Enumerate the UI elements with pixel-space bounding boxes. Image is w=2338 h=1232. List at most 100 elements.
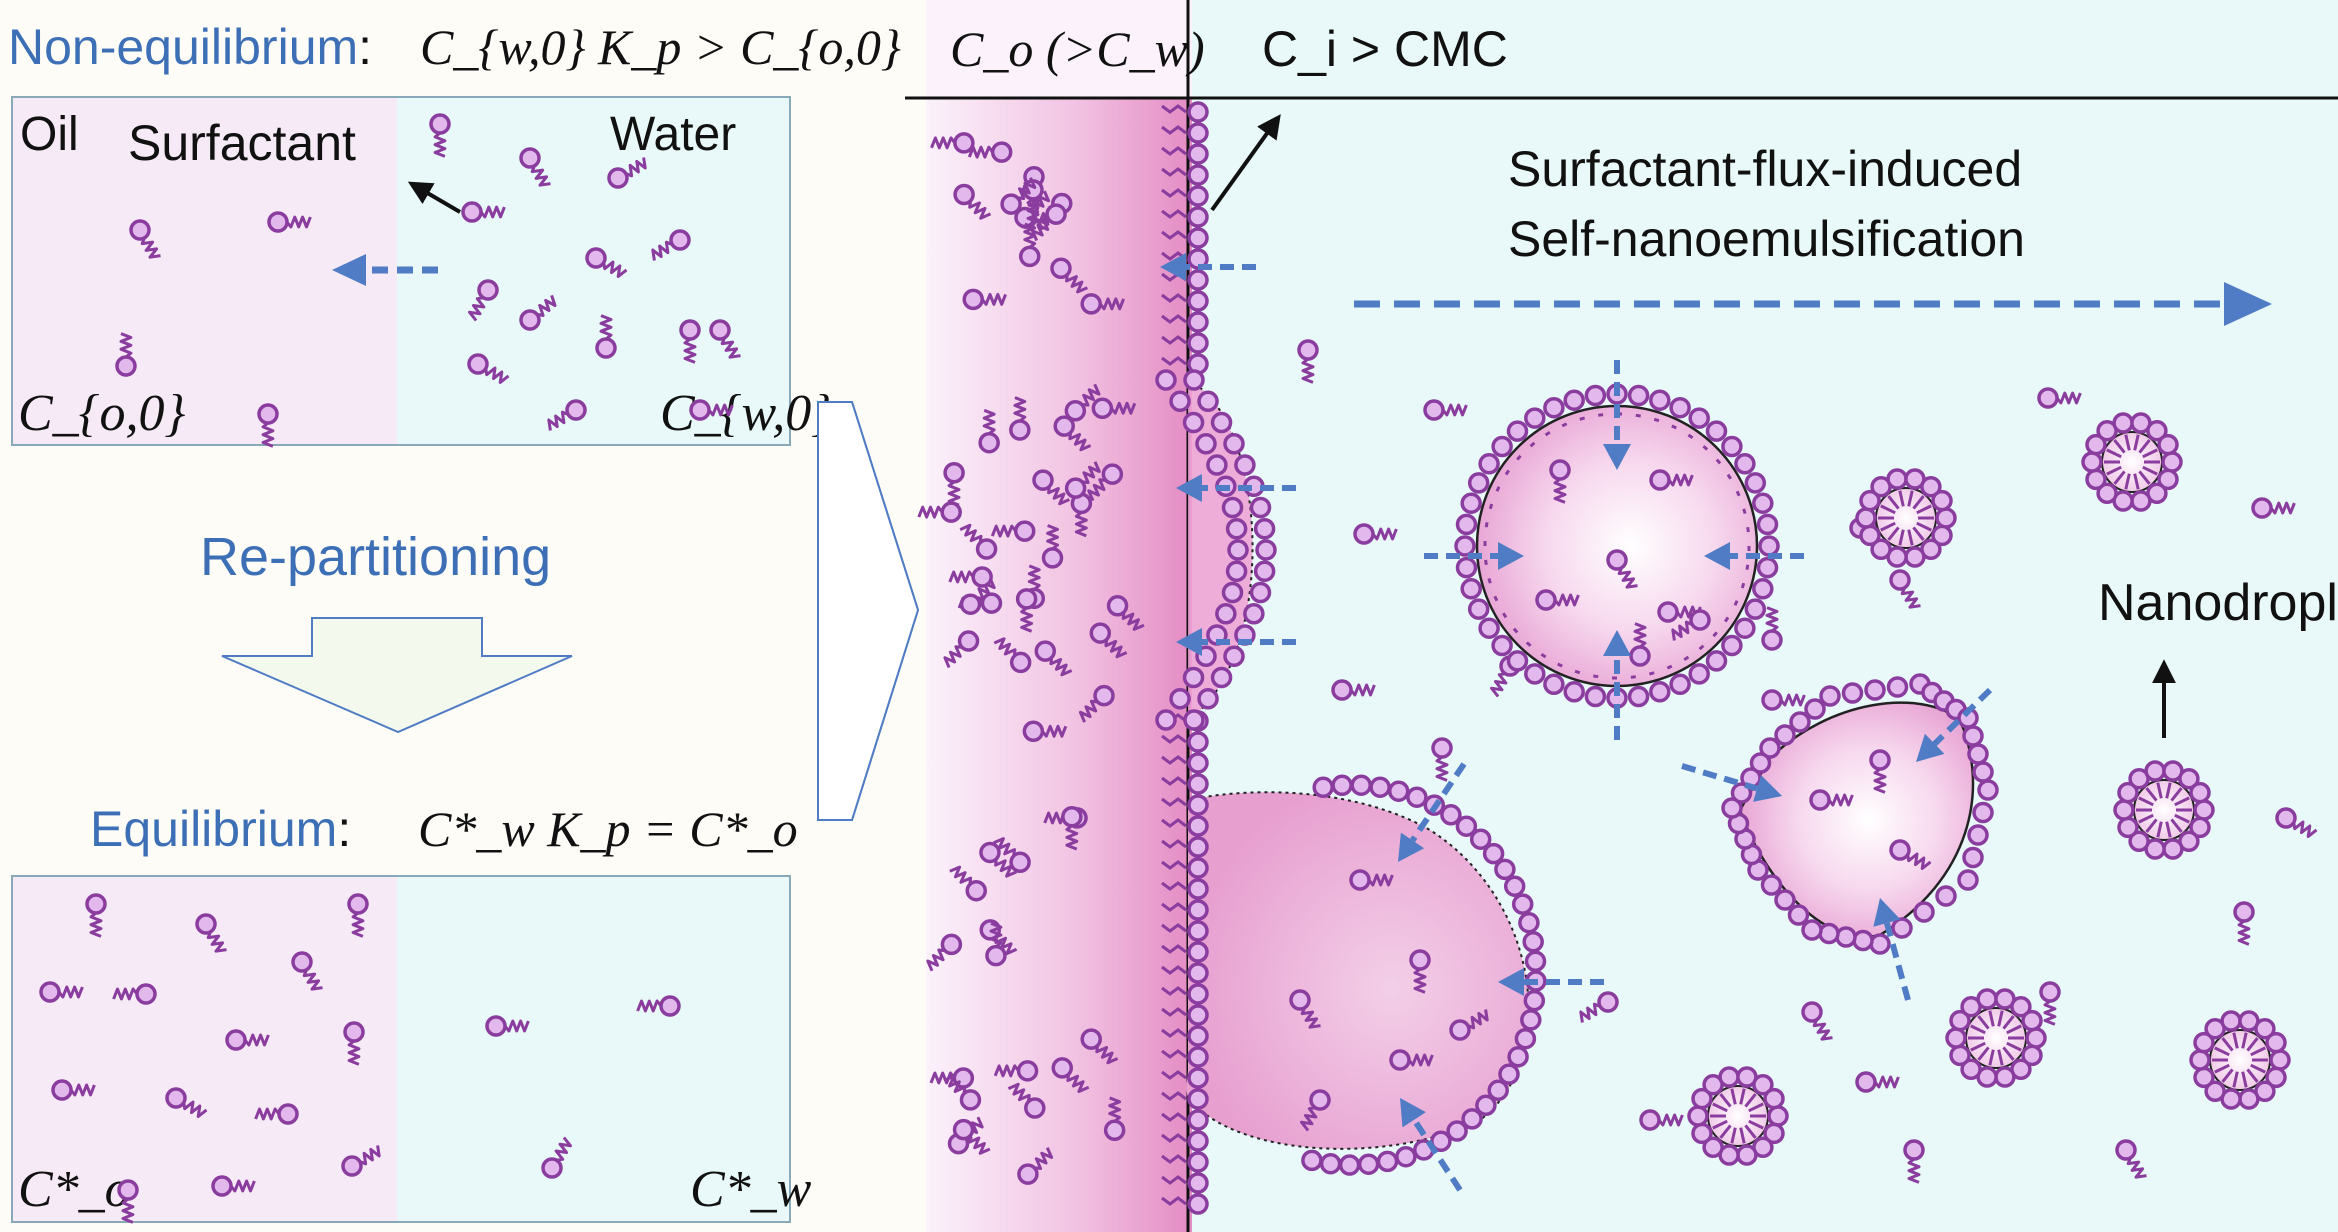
droplet-shell-head [1543,673,1565,696]
surfactant-molecule [1015,588,1038,633]
droplet-shell-head [1478,617,1500,639]
big-droplet-head [1498,1063,1520,1085]
surfactant-molecule [1449,1009,1489,1041]
droplet-shell-head-tail [1487,577,1492,584]
interface-head [1187,101,1209,123]
interface-tail [1161,188,1187,198]
surfactant-molecule [129,219,161,259]
droplet-shell-head-tail [1540,653,1547,659]
right-surfactant-molecules [917,132,2318,1185]
big-droplet-head [1357,1153,1380,1175]
droplet-shell-head [1543,396,1565,419]
interface-tail [1161,818,1187,828]
interface-head [1187,1193,1209,1215]
bulge-head [1210,666,1233,689]
bulge-head [1227,539,1249,561]
droplet-shell-head-tail [1529,441,1536,448]
flux-arrow [1424,542,1524,570]
interface-head [1187,731,1209,753]
surfactant-molecule [225,1029,270,1051]
surfactant-molecule [1649,469,1694,491]
surfactant-molecule [1009,396,1031,441]
surfactant-molecule [1579,991,1619,1023]
droplet-shell-head-tail [1733,600,1739,606]
surfactant-molecule [2115,1139,2147,1179]
bulge-head [1223,433,1245,455]
bulge-head [1155,709,1177,731]
surfactant-molecule [1018,222,1041,268]
surfactant-molecule [1297,339,1319,384]
interface-head [1187,227,1209,249]
droplet-shell-head-tail [1597,413,1604,417]
droplet-shell-head-tail [1653,417,1660,423]
flux-arrow [1398,762,1467,862]
interface-tail [1161,839,1187,849]
interface-tail [1161,104,1187,114]
droplet-shell-head [1721,634,1743,657]
tri-droplet-head [1891,917,1913,939]
nanodroplet [1945,988,2047,1088]
tri-droplet-head [1957,869,1979,891]
bulge-head [1249,581,1272,604]
surfactant-molecule [347,893,369,938]
surfactant-molecule [1051,1057,1090,1093]
bulge-head [1182,411,1205,434]
surfactant-molecule [1064,461,1101,499]
droplet-shell-head [1455,513,1478,536]
flux-arrow [1603,630,1631,740]
surfactant-molecule [943,462,965,507]
droplet-shell-head [1584,384,1607,407]
interface-head [1187,1067,1209,1089]
surfactant-molecule [1053,415,1092,452]
droplet-shell-head-tail [1561,422,1568,428]
nanodroplet [2113,760,2215,860]
bottom-box-border [11,875,791,1223]
interface-tail [1161,167,1187,177]
surfactant-molecule [267,211,312,233]
bulge-head [1255,539,1277,561]
interface-tail [1161,125,1187,135]
bulge-head [1195,433,1217,455]
big-droplet-head [1446,1120,1468,1142]
surfactant-molecule [2275,807,2318,838]
bulge-head [1183,369,1205,391]
interface-tail [1161,1049,1187,1059]
tri-droplet-head [1760,874,1783,896]
tri-droplet-head [1759,737,1781,759]
surfactant-molecule [1017,1147,1054,1185]
droplet-shell-head-tail [1698,644,1705,651]
surfactant-molecule [1041,524,1064,569]
droplet-shell-head-tail [1544,431,1551,437]
bottom-water-concentration: C*_w [690,1161,812,1218]
droplet-shell-head [1563,681,1585,703]
surfactant-molecule [1103,1096,1126,1142]
big-droplet-head [1369,776,1391,798]
droplet-shell-head [1688,663,1710,685]
surfactant-molecule [519,294,557,331]
bulge-head [1253,560,1276,582]
interface-head [1187,857,1209,879]
bottom-heading: Equilibrium: [90,801,351,857]
nanodroplets [1687,412,2291,1166]
interface-head [1187,143,1209,165]
attached-droplet [1186,792,1529,1149]
interface-head [1187,1151,1209,1173]
surfactant-molecule [953,183,992,220]
droplet-shell-head-tail [1715,458,1722,465]
oil-conc-label: C_o (>C_w) [950,21,1205,77]
surfactant-molecule [85,893,107,938]
droplet-shell-head-tail [1630,675,1637,679]
droplet-shell-head [1584,685,1607,708]
top-heading-sep: : [358,19,372,75]
tri-droplet-head [1730,782,1753,804]
interface-head [1187,1046,1209,1068]
interface-tail [1161,734,1187,744]
bottom-surfactant-molecules [39,893,681,1224]
top-box-border [11,96,791,446]
big-droplet-head [1475,1094,1497,1117]
bulge-head [1182,666,1205,689]
surfactant-molecule [679,319,701,364]
big-droplet-head [1518,911,1540,934]
surfactant-molecule [607,157,647,189]
